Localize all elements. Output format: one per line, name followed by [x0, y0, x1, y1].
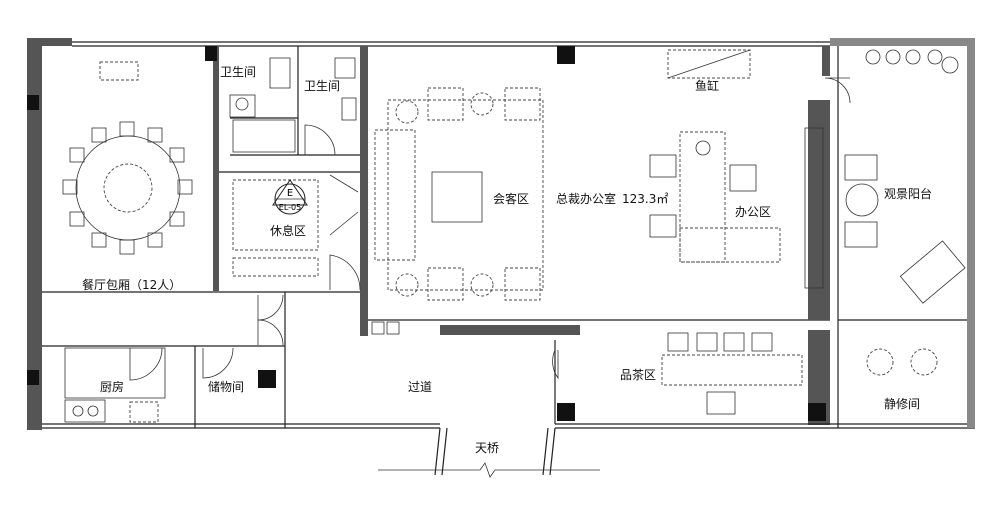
label-restroom-2: 卫生间 — [304, 79, 340, 93]
tea-table — [661, 332, 803, 415]
balcony-furniture — [844, 49, 966, 376]
label-storage: 储物间 — [208, 379, 244, 394]
label-ceo-office: 总裁办公室 — [556, 191, 616, 206]
label-fish-tank: 鱼缸 — [695, 78, 719, 93]
label-balcony: 观景阳台 — [884, 186, 932, 201]
reception-furniture — [371, 87, 544, 335]
fixtures — [64, 57, 359, 423]
label-meditation-room: 静修间 — [884, 396, 920, 411]
dining-table — [62, 61, 193, 255]
doors — [129, 77, 851, 381]
label-tea-area: 品茶区 — [620, 367, 656, 382]
office-desk — [649, 127, 824, 289]
label-office-area: 办公区 — [735, 204, 771, 219]
elevation-tag-code: EL-05 — [279, 203, 301, 212]
label-ceo-office-area: 123.3㎡ — [622, 192, 668, 206]
label-lounge: 休息区 — [270, 223, 306, 238]
label-reception: 会客区 — [493, 191, 529, 206]
room-labels: 卫生间 卫生间 餐厅包厢（12人） 休息区 会客区 总裁办公室 123.3㎡ 鱼… — [82, 65, 932, 455]
elevation-tag: E EL-05 — [272, 179, 308, 215]
label-corridor: 过道 — [408, 380, 432, 394]
label-restroom-1: 卫生间 — [220, 65, 256, 79]
elevation-tag-letter: E — [287, 188, 293, 199]
label-kitchen: 厨房 — [100, 379, 124, 394]
fish-tank — [667, 49, 751, 79]
skybridge — [378, 427, 600, 478]
label-dining-room: 餐厅包厢（12人） — [82, 277, 181, 292]
label-skybridge: 天桥 — [475, 441, 499, 455]
walls — [27, 38, 975, 430]
